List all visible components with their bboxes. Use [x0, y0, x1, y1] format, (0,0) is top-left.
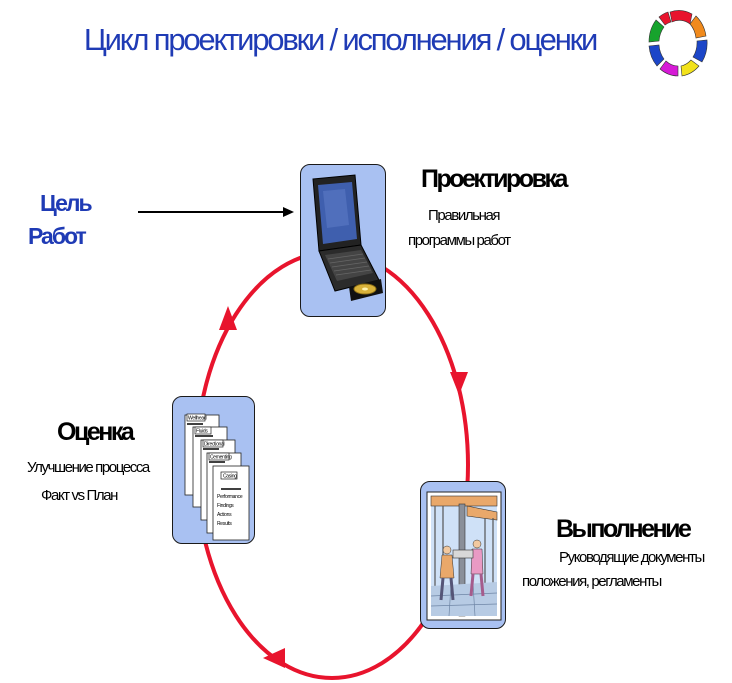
execution-line1: Руководящие документы	[559, 549, 705, 566]
documents-icon: Wellhead Fluids Directional Cementing Ca…	[184, 413, 250, 541]
arrow-design-to-execution	[450, 372, 468, 395]
doc-tab-cementing: Cementing	[210, 455, 232, 461]
design-heading: Проектировка	[421, 165, 568, 193]
workers-icon	[426, 491, 502, 621]
goal-label-line2: Работ	[28, 223, 87, 249]
evaluation-image-box: Wellhead Fluids Directional Cementing Ca…	[172, 396, 255, 544]
doc-tab-fluids: Fluids	[196, 429, 208, 435]
evaluation-heading: Оценка	[57, 418, 135, 446]
laptop-icon	[312, 174, 383, 301]
doc-line-findings: Findings	[217, 503, 234, 509]
design-image-box	[300, 164, 386, 317]
arrow-execution-to-evaluation	[263, 648, 285, 668]
goal-label-line1: Цель	[40, 190, 93, 216]
evaluation-line1: Улучшение процесса	[27, 459, 150, 476]
doc-tab-wellhead: Wellhead	[188, 416, 207, 422]
goal-arrow	[138, 207, 294, 217]
doc-tab-directional: Directional	[204, 442, 225, 448]
design-line2: программы работ	[408, 232, 511, 249]
execution-image-box	[420, 481, 506, 629]
cycle-logo-icon	[648, 10, 708, 77]
execution-heading: Выполнение	[556, 515, 692, 543]
doc-line-results: Results	[217, 521, 232, 527]
evaluation-line2: Факт vs План	[41, 487, 118, 504]
doc-line-performance: Performance	[217, 494, 243, 500]
page-title: Цикл проектировки / исполнения / оценки	[83, 22, 598, 57]
arrow-evaluation-to-design	[219, 306, 237, 330]
doc-line-actions: Actions	[217, 512, 232, 518]
execution-line2: положения, регламенты	[522, 573, 662, 590]
design-line1: Правильная	[428, 207, 501, 224]
doc-tab-casing: Casing	[223, 474, 237, 480]
